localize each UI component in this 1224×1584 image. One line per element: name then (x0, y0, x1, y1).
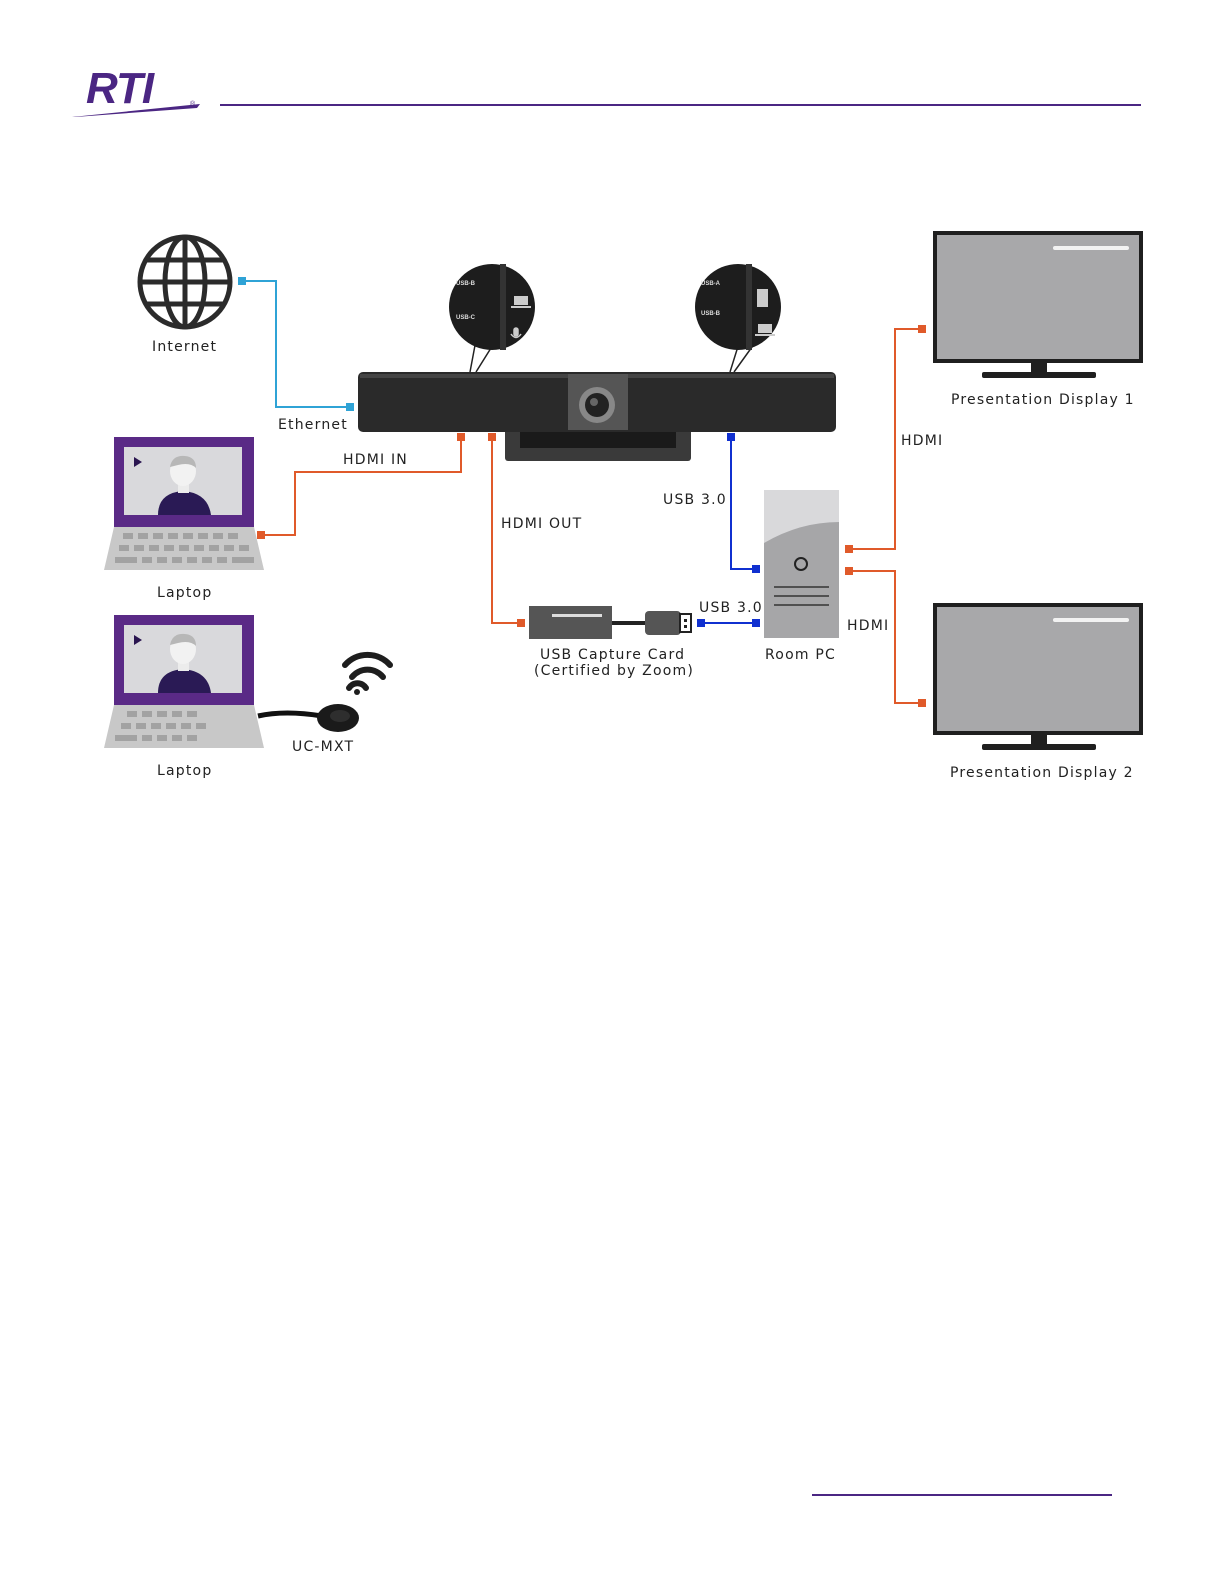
room-pc-label: Room PC (765, 647, 836, 663)
callout-left-port-2: USB-C (456, 315, 476, 321)
video-bar-icon (358, 372, 836, 461)
usb-label-top: USB 3.0 (663, 492, 727, 508)
usb-bar-to-pc-line (728, 434, 759, 572)
pc-tower-icon (764, 490, 839, 638)
usb-dongle-icon (645, 611, 691, 635)
display-2-label: Presentation Display 2 (950, 765, 1134, 781)
ethernet-label: Ethernet (278, 417, 348, 433)
usb-capture-to-pc-line (698, 620, 759, 626)
laptop-icon (104, 615, 264, 748)
hdmi-out-label: HDMI OUT (501, 516, 582, 532)
ethernet-line (239, 278, 353, 410)
display-1-label: Presentation Display 1 (951, 392, 1135, 408)
internet-label: Internet (152, 339, 217, 355)
callout-right-port-2: USB-B (701, 311, 721, 317)
laptop-port-icon (755, 324, 775, 336)
capture-card-label-line-1: USB Capture Card (540, 647, 685, 663)
hdmi-in-line (258, 434, 464, 538)
usb-label-bottom: USB 3.0 (699, 600, 763, 616)
uc-mxt-label: UC-MXT (292, 739, 354, 755)
display-icon (933, 231, 1143, 378)
port-callout-right: USB-A USB-B (695, 264, 781, 372)
globe-icon (140, 237, 230, 327)
laptop-2-label: Laptop (157, 763, 212, 779)
pc-port-icon (757, 289, 768, 307)
capture-card-icon (529, 606, 645, 639)
hdmi-label-display-1: HDMI (901, 433, 943, 449)
wireless-icon (345, 655, 390, 695)
display-icon (933, 603, 1143, 750)
laptop-1-label: Laptop (157, 585, 212, 601)
laptop-icon (104, 437, 264, 570)
laptop-port-icon (511, 296, 531, 308)
hdmi-pc-to-display-2-line (846, 568, 925, 706)
hdmi-label-display-2: HDMI (847, 618, 889, 634)
uc-mxt-dongle-icon (258, 704, 359, 732)
capture-card-label-line-2: (Certified by Zoom) (534, 663, 694, 679)
hdmi-in-label: HDMI IN (343, 452, 408, 468)
callout-left-port-1: USB-B (456, 281, 476, 287)
callout-right-port-1: USB-A (701, 281, 721, 287)
port-callout-left: USB-B USB-C (449, 264, 535, 372)
footer-rule (812, 1494, 1112, 1497)
connection-diagram: Internet Ethernet USB-B USB-C U (0, 0, 1224, 800)
